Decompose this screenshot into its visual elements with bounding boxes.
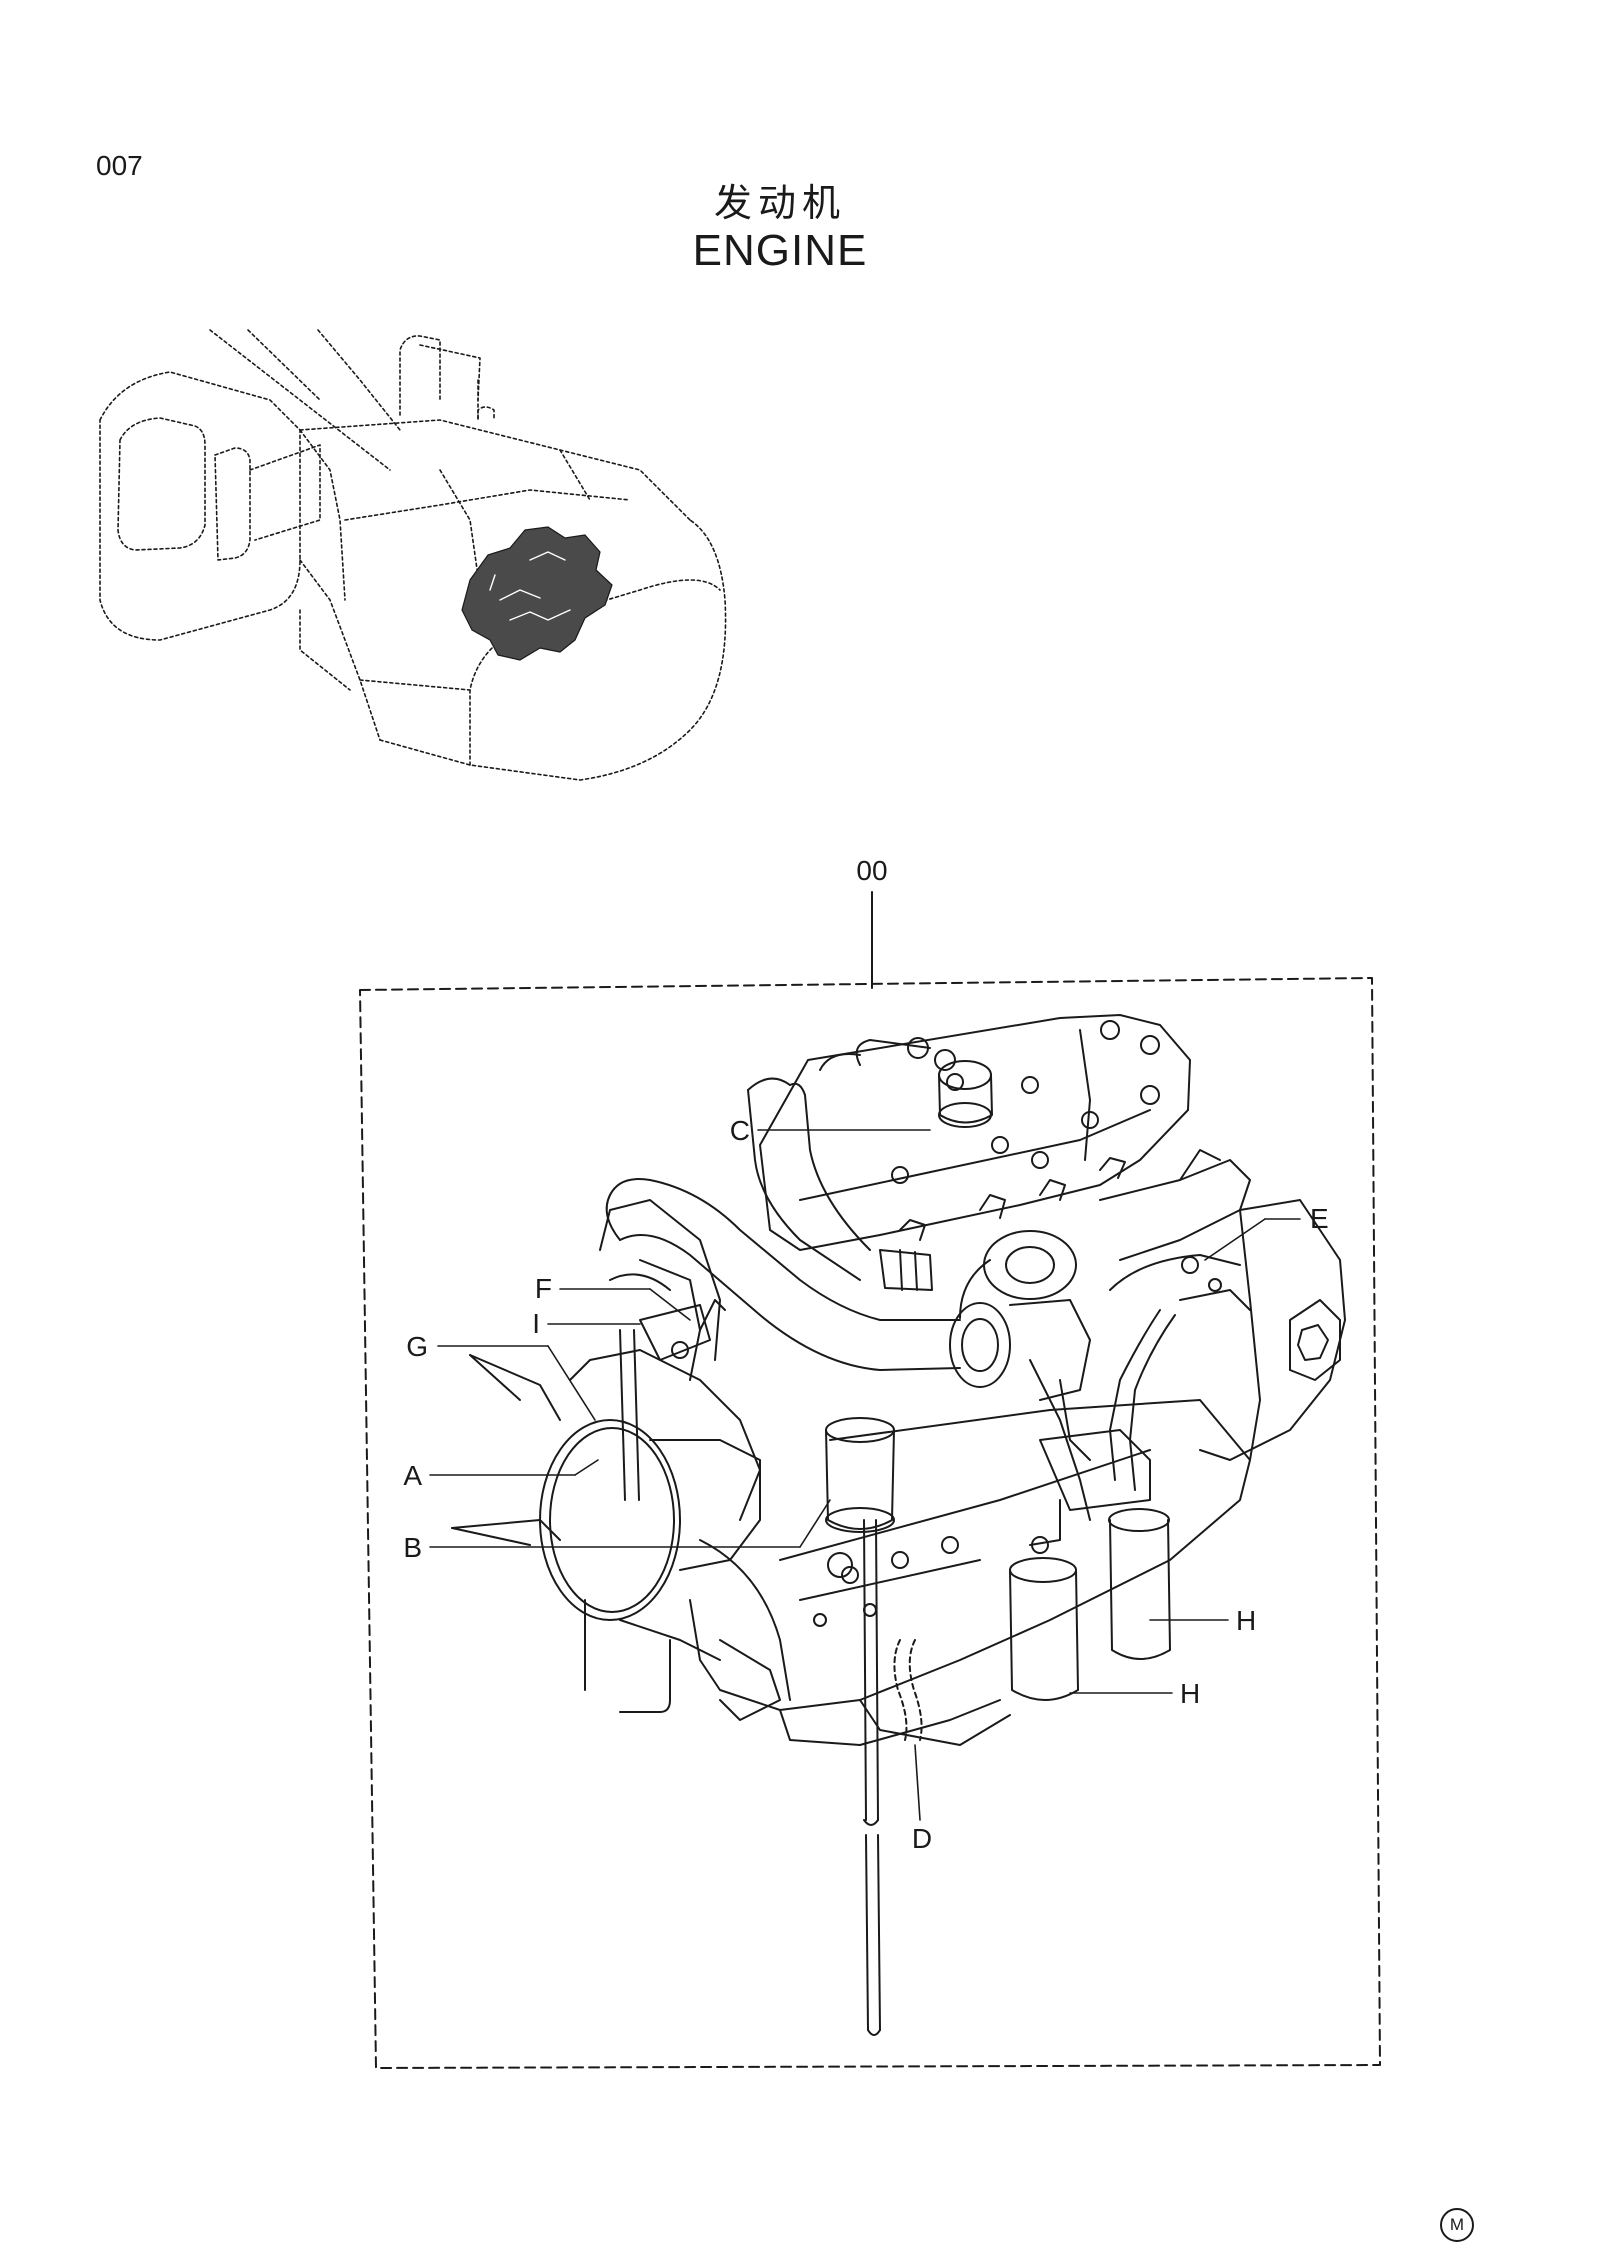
callout-f: F bbox=[535, 1273, 552, 1304]
assembly-label: 00 bbox=[856, 855, 887, 886]
assembly-boundary bbox=[359, 977, 1381, 2069]
callout-a: A bbox=[403, 1460, 422, 1491]
engine-illustration bbox=[451, 1014, 1346, 2036]
page-title-english: ENGINE bbox=[692, 226, 868, 275]
page-number: 007 bbox=[96, 150, 143, 181]
callout-e: E bbox=[1310, 1203, 1329, 1234]
callout-h-lower: H bbox=[1180, 1678, 1200, 1709]
callout-d: D bbox=[912, 1823, 932, 1854]
callout-leaders bbox=[429, 1129, 1301, 1821]
excavator-locator-illustration bbox=[99, 329, 727, 781]
callout-i: I bbox=[532, 1308, 540, 1339]
callout-c: C bbox=[730, 1115, 750, 1146]
page-title-chinese: 发动机 bbox=[713, 181, 846, 225]
callout-labels: C E F I G A B H H D bbox=[403, 1115, 1328, 1854]
callout-g: G bbox=[406, 1331, 428, 1362]
callout-h-upper: H bbox=[1236, 1605, 1256, 1636]
callout-b: B bbox=[403, 1532, 422, 1563]
corner-mark: M bbox=[1440, 2208, 1474, 2242]
